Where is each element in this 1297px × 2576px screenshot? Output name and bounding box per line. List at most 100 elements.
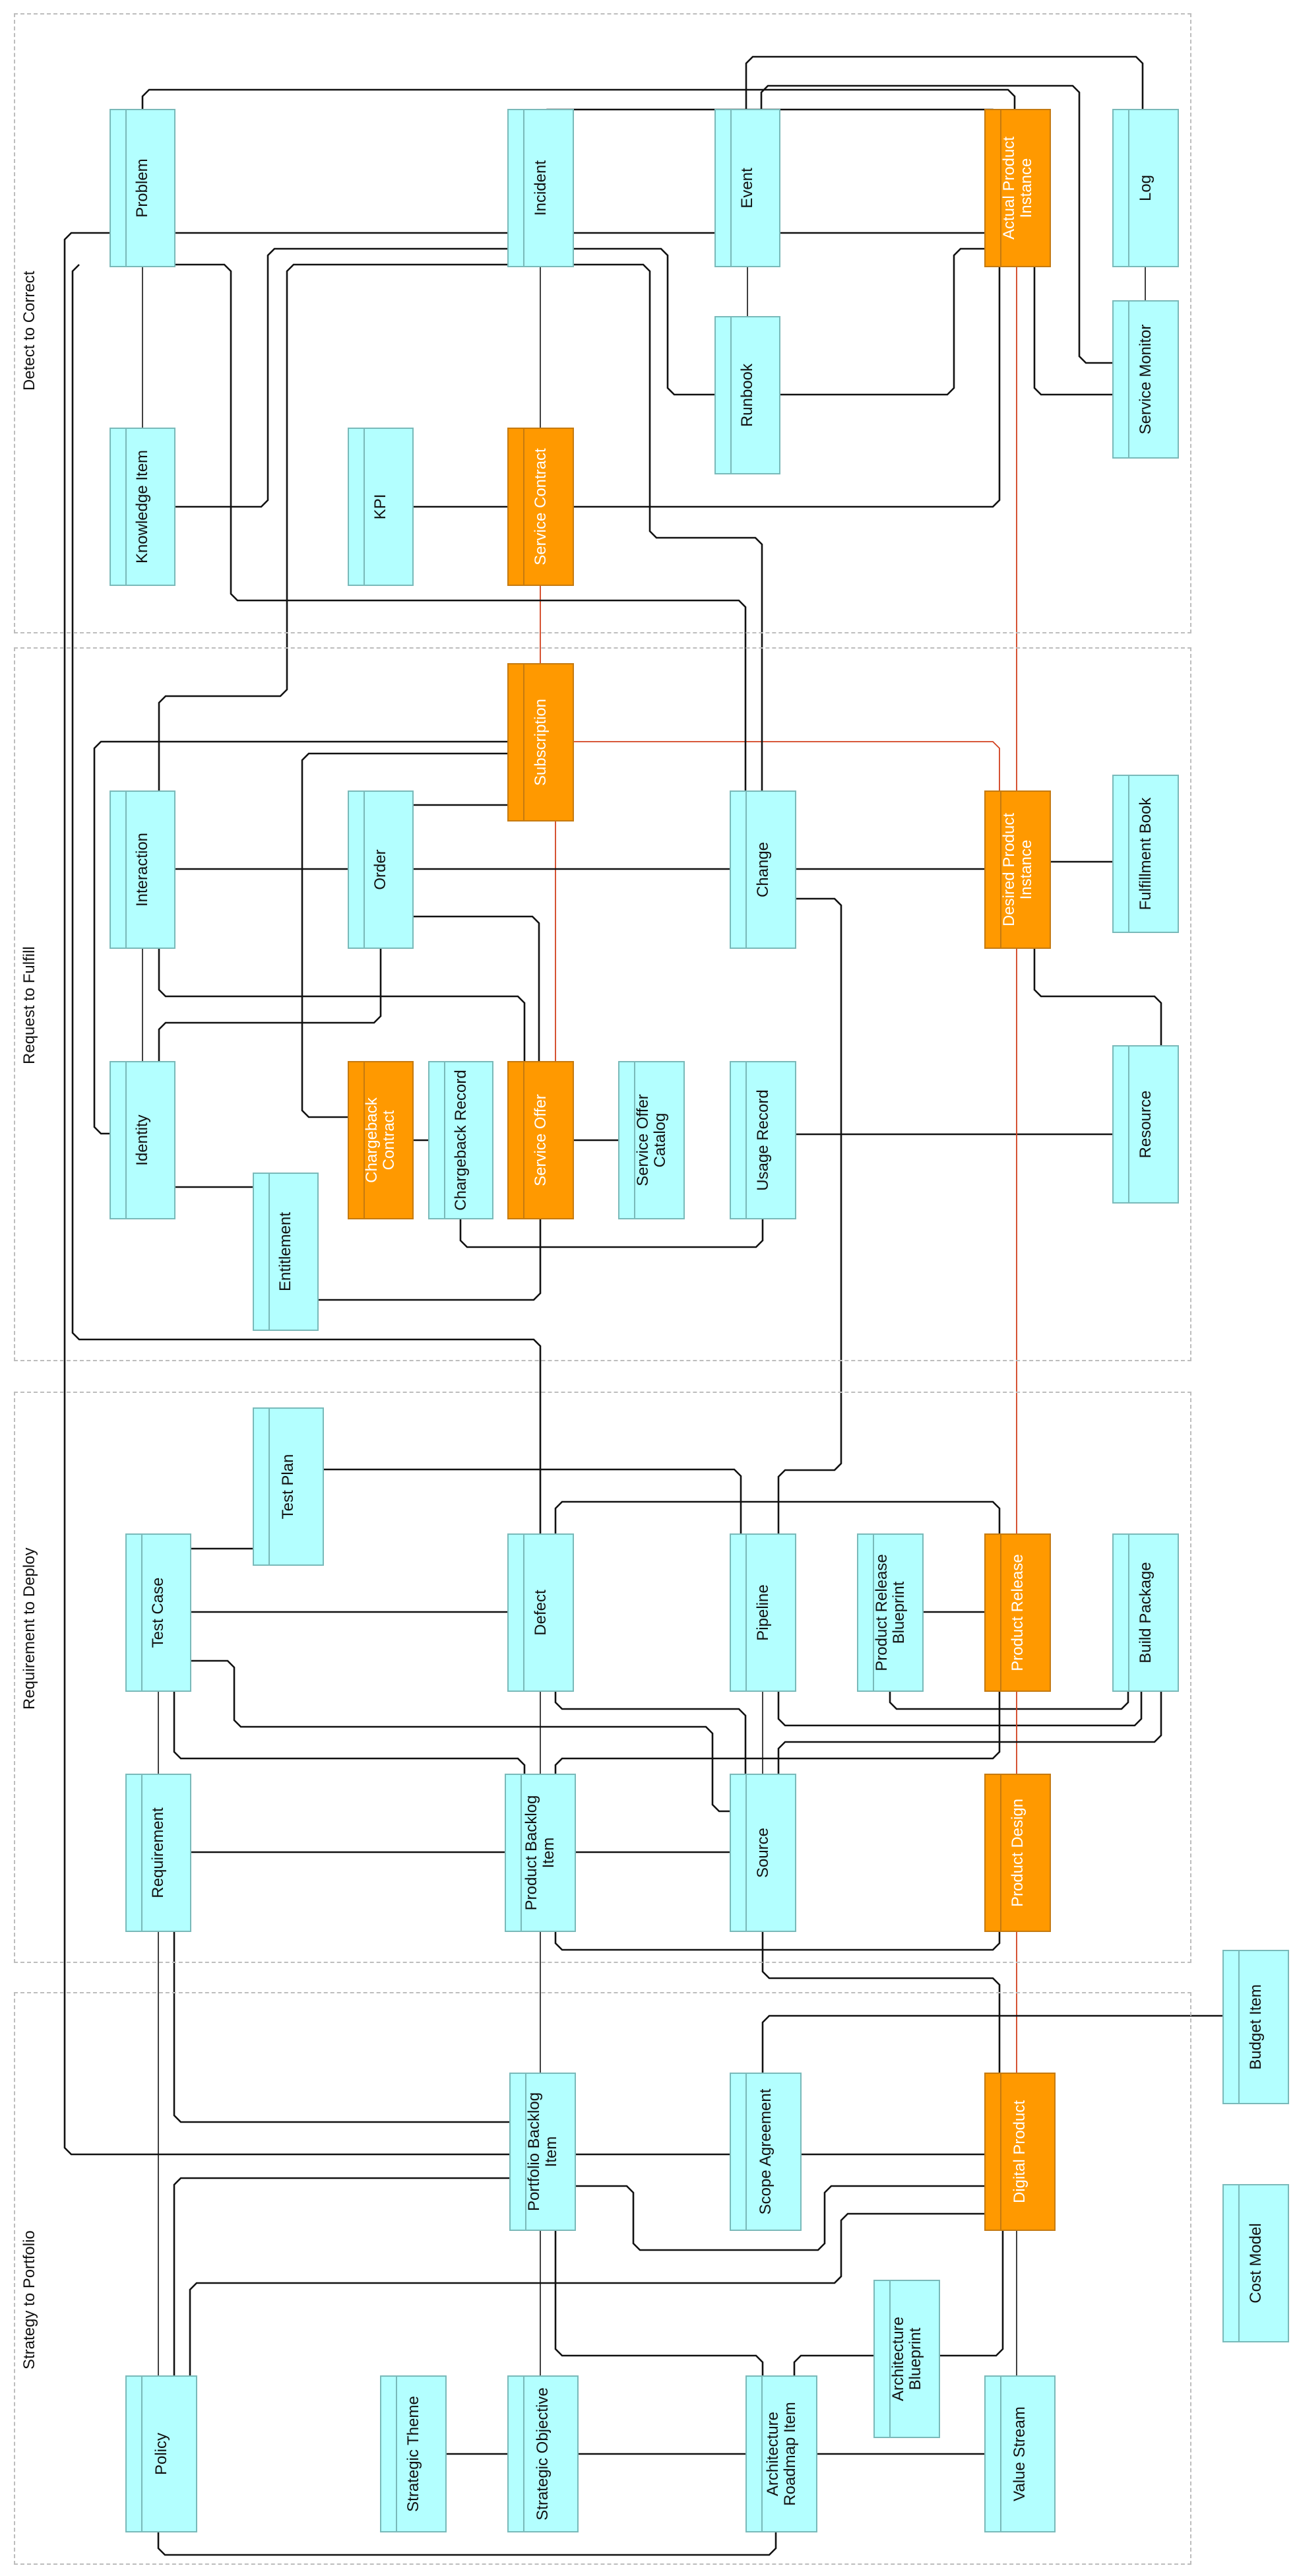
entity-interaction[interactable]: Interaction (110, 790, 175, 949)
connector-route-incident-to-interaction (158, 263, 507, 790)
entity-product-backlog-item[interactable]: Product Backlog Item (505, 1774, 576, 1932)
entity-label: Architecture Roadmap Item (763, 2402, 799, 2506)
connector-order-to-service-offer (414, 915, 540, 1061)
entity-stripe (1128, 302, 1129, 457)
entity-stripe (364, 1062, 365, 1218)
entity-stripe (1128, 1535, 1129, 1690)
entity-label: Product Release Blueprint (872, 1554, 908, 1671)
connector-actual-product-instance-to-service-contract (574, 267, 1001, 508)
connector-incident-to-runbook (574, 247, 714, 396)
entity-usage-record[interactable]: Usage Record (730, 1061, 796, 1219)
entity-digital-product[interactable]: Digital Product (984, 2073, 1056, 2231)
entity-stripe (1128, 1046, 1129, 1202)
entity-label: Usage Record (753, 1089, 772, 1191)
entity-log[interactable]: Log (1112, 109, 1179, 267)
connector-desired-product-instance-to-resource (1033, 948, 1162, 1045)
entity-requirement[interactable]: Requirement (125, 1774, 191, 1932)
entity-stripe (444, 1062, 445, 1218)
entity-stripe (1000, 792, 1001, 948)
entity-identity[interactable]: Identity (110, 1061, 175, 1219)
entity-service-monitor[interactable]: Service Monitor (1112, 300, 1179, 459)
connector-source-to-digital-product (761, 1931, 1001, 2073)
entity-stripe (1000, 1775, 1001, 1931)
entity-strategic-theme[interactable]: Strategic Theme (380, 2375, 447, 2532)
entity-source[interactable]: Source (730, 1774, 796, 1932)
entity-label: Service Offer Catalog (633, 1094, 669, 1186)
entity-stripe (1128, 776, 1129, 932)
entity-problem[interactable]: Problem (110, 109, 175, 267)
entity-stripe (396, 2377, 397, 2531)
connector-service-offer-to-entitlement (319, 1219, 542, 1301)
entity-architecture-roadmap-item[interactable]: Architecture Roadmap Item (745, 2375, 817, 2532)
entity-label: Digital Product (1011, 2100, 1028, 2204)
entity-label: Strategic Theme (404, 2396, 422, 2512)
entity-architecture-blueprint[interactable]: Architecture Blueprint (873, 2280, 940, 2438)
entity-service-contract[interactable]: Service Contract (507, 428, 574, 586)
entity-build-package[interactable]: Build Package (1112, 1533, 1179, 1692)
connector-digital-product-to-architecture-blueprint (940, 2231, 1004, 2357)
entity-test-plan[interactable]: Test Plan (253, 1407, 324, 1566)
connector-subscription-to-desired-product-instance (574, 741, 1000, 790)
entity-fulfillment-book[interactable]: Fulfillment Book (1112, 775, 1179, 933)
entity-product-design[interactable]: Product Design (984, 1774, 1051, 1932)
entity-kpi[interactable]: KPI (348, 428, 414, 586)
entity-label: KPI (371, 494, 389, 520)
entity-label: Knowledge Item (133, 449, 151, 564)
entity-product-release[interactable]: Product Release (984, 1533, 1051, 1692)
entity-entitlement[interactable]: Entitlement (253, 1173, 319, 1331)
connector-architecture-blueprint-to-architecture-roadmap-item (793, 2354, 873, 2375)
entity-label: Runbook (738, 363, 756, 428)
entity-stripe (1238, 1951, 1240, 2103)
entity-service-offer-catalog[interactable]: Service Offer Catalog (618, 1061, 685, 1219)
entity-subscription[interactable]: Subscription (507, 663, 574, 821)
section-label: Requirement to Deploy (20, 1547, 38, 1710)
entity-stripe (521, 1775, 522, 1931)
connector-order-to-identity (158, 948, 382, 1061)
entity-stripe (125, 1062, 127, 1218)
connector-event-to-service-monitor (760, 84, 1112, 364)
entity-chargeback-contract[interactable]: Chargeback Contract (348, 1061, 414, 1219)
entity-label: Policy (152, 2432, 170, 2476)
entity-test-case[interactable]: Test Case (125, 1533, 191, 1692)
entity-strategic-objective[interactable]: Strategic Objective (507, 2375, 579, 2532)
entity-budget-item[interactable]: Budget Item (1222, 1950, 1289, 2104)
entity-portfolio-backlog-item[interactable]: Portfolio Backlog Item (509, 2073, 576, 2231)
section-detect-to-correct: Detect to Correct (14, 13, 1191, 633)
entity-label: Cost Model (1246, 2223, 1265, 2303)
entity-product-release-blueprint[interactable]: Product Release Blueprint (857, 1533, 924, 1692)
entity-resource[interactable]: Resource (1112, 1045, 1179, 1204)
entity-label: Portfolio Backlog Item (524, 2092, 560, 2212)
entity-stripe (745, 1535, 747, 1690)
entity-actual-product-instance[interactable]: Actual Product Instance (984, 109, 1051, 267)
connector-product-backlog-item-to-product-design (554, 1931, 1001, 1951)
entity-label: Architecture Blueprint (889, 2316, 924, 2402)
section-strategy-to-portfolio: Strategy to Portfolio (14, 1992, 1191, 2565)
entity-service-offer[interactable]: Service Offer (507, 1061, 574, 1219)
entity-desired-product-instance[interactable]: Desired Product Instance (984, 790, 1051, 949)
section-label: Request to Fulfill (20, 946, 38, 1064)
entity-label: Identity (133, 1114, 151, 1166)
connector-chargeback-record-to-usage-record (459, 1219, 764, 1248)
entity-chargeback-record[interactable]: Chargeback Record (428, 1061, 493, 1219)
entity-runbook[interactable]: Runbook (714, 316, 780, 474)
connector-actual-product-instance-to-runbook (780, 247, 984, 396)
entity-value-stream[interactable]: Value Stream (984, 2375, 1056, 2532)
entity-policy[interactable]: Policy (125, 2375, 197, 2532)
entity-defect[interactable]: Defect (507, 1533, 574, 1692)
entity-order[interactable]: Order (348, 790, 414, 949)
section-requirement-to-deploy: Requirement to Deploy (14, 1392, 1191, 1963)
entity-change[interactable]: Change (730, 790, 796, 949)
entity-stripe (761, 2377, 763, 2531)
entity-label: Product Release (1008, 1554, 1027, 1671)
entity-pipeline[interactable]: Pipeline (730, 1533, 796, 1692)
entity-label: Service Contract (531, 448, 550, 565)
entity-scope-agreement[interactable]: Scope Agreement (730, 2073, 802, 2231)
entity-stripe (125, 429, 127, 585)
entity-cost-model[interactable]: Cost Model (1222, 2184, 1289, 2342)
entity-incident[interactable]: Incident (507, 109, 574, 267)
entity-event[interactable]: Event (714, 109, 780, 267)
connector-defect-to-product-release (554, 1500, 1001, 1533)
entity-stripe (523, 429, 524, 585)
entity-knowledge-item[interactable]: Knowledge Item (110, 428, 175, 586)
entity-label: Product Backlog Item (522, 1795, 557, 1911)
